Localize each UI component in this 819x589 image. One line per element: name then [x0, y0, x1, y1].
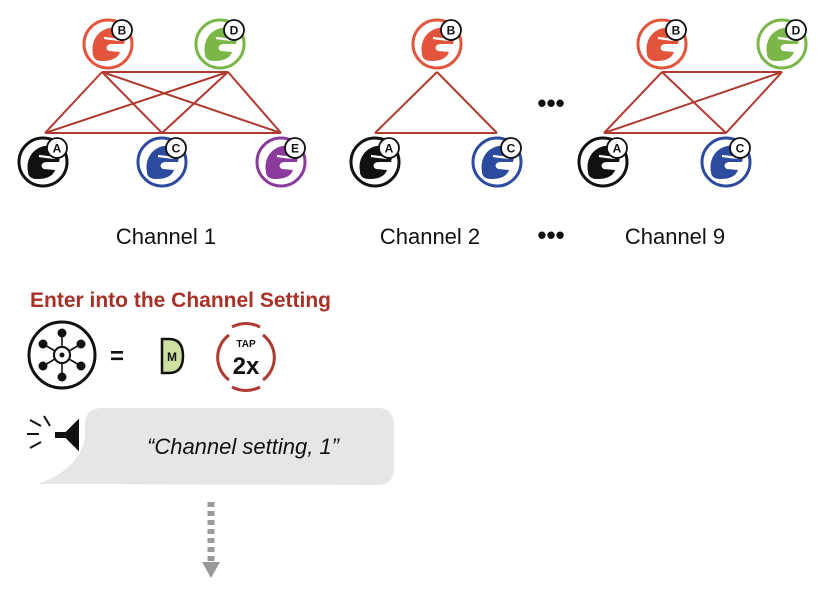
rider-letter: A — [53, 142, 62, 156]
rider-helmet-d-icon: D — [756, 18, 808, 70]
rider-helmet-b-icon: B — [636, 18, 688, 70]
rider-letter: D — [230, 24, 239, 38]
tap-count: 2x — [233, 353, 260, 380]
rider-helmet-a-icon: A — [349, 136, 401, 188]
intercom-link — [101, 71, 282, 134]
rider-letter: B — [447, 24, 456, 38]
channel-ellipsis-labels: ••• — [537, 220, 564, 250]
rider-letter: A — [385, 142, 394, 156]
rider-helmet-b-icon: B — [411, 18, 463, 70]
rider-helmet-b-icon: B — [82, 18, 134, 70]
rider-letter: A — [613, 142, 622, 156]
intercom-link — [161, 71, 229, 134]
intercom-link — [101, 71, 163, 134]
rider-helmet-d-icon: D — [194, 18, 246, 70]
rider-helmet-e-icon: E — [255, 136, 307, 188]
rider-letter: C — [172, 142, 181, 156]
voice-prompt-bubble — [38, 408, 394, 485]
section-heading: Enter into the Channel Setting — [30, 289, 331, 312]
intercom-link — [725, 71, 783, 134]
rider-letter: B — [672, 24, 681, 38]
mesh-intercom-icon — [27, 320, 97, 390]
intercom-link — [603, 71, 663, 134]
rider-letter: B — [118, 24, 127, 38]
channel-label-1: Channel 1 — [116, 224, 216, 249]
intercom-link — [374, 71, 438, 134]
equals-sign: = — [110, 343, 124, 370]
rider-letter: C — [507, 142, 516, 156]
rider-helmet-c-icon: C — [700, 136, 752, 188]
rider-helmet-c-icon: C — [471, 136, 523, 188]
tap-label: TAP — [236, 339, 256, 350]
intercom-link — [436, 71, 498, 134]
rider-letter: E — [291, 142, 299, 156]
dashed-arrow-down-icon — [202, 502, 220, 578]
tap-twice-icon: TAP 2x — [216, 322, 276, 392]
intercom-link — [227, 71, 282, 134]
channel-label-9: Channel 9 — [625, 224, 725, 249]
intercom-link — [603, 71, 783, 134]
rider-helmet-a-icon: A — [577, 136, 629, 188]
speaker-icon — [27, 415, 79, 452]
m-button-label: M — [167, 350, 177, 364]
channel-ellipsis-top: ••• — [537, 88, 564, 118]
intercom-link — [44, 71, 103, 134]
m-button-icon: M — [160, 337, 185, 375]
rider-helmet-a-icon: A — [17, 136, 69, 188]
rider-helmet-c-icon: C — [136, 136, 188, 188]
intercom-link — [44, 71, 229, 134]
rider-letter: D — [792, 24, 801, 38]
intercom-links — [44, 71, 783, 134]
voice-prompt-text: “Channel setting, 1” — [147, 434, 341, 459]
channel-label-2: Channel 2 — [380, 224, 480, 249]
rider-nodes: B D A C E B A C B D A C — [17, 18, 808, 188]
rider-letter: C — [736, 142, 745, 156]
